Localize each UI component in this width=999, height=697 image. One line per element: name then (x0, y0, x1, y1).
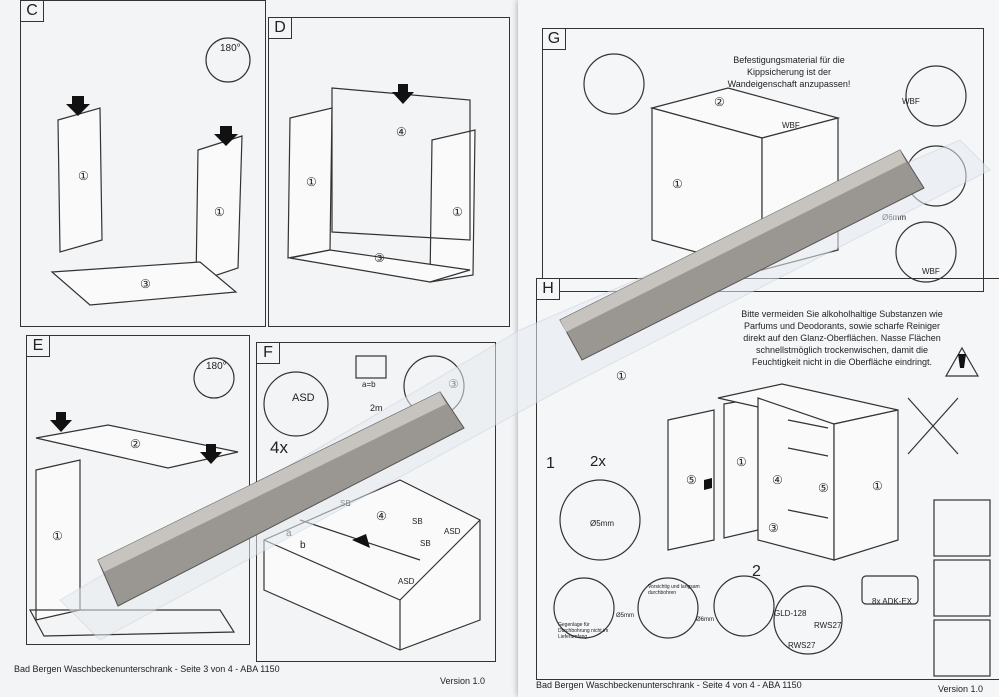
part-number: ① (616, 369, 627, 383)
part-number: ④ (396, 125, 407, 139)
b-label: b (300, 540, 306, 551)
part-number: ④ (772, 473, 783, 487)
tape-label: 2m (370, 403, 383, 413)
part-number: ① (672, 177, 683, 191)
panel-label-e: E (27, 336, 50, 357)
small-note: Ø6mm (696, 617, 714, 623)
footer-version-left: Version 1.0 (440, 676, 486, 686)
small-note: Ø5mm (616, 613, 634, 619)
sb-label: SB (412, 517, 423, 526)
part-number: ⑤ (686, 473, 697, 487)
part-number: ③ (140, 277, 151, 291)
footer-right-page: Bad Bergen Waschbeckenunterschrank - Sei… (536, 680, 802, 690)
wbf-label: WBF (922, 267, 940, 276)
g-instruction-text: Befestigungsmaterial für die Kippsicheru… (727, 55, 851, 89)
wbf-label: WBF (782, 121, 800, 130)
diameter-5mm: Ø5mm (590, 519, 614, 528)
part-number: ③ (374, 251, 385, 265)
panel-label-c: C (21, 1, 44, 22)
diameter-6mm: Ø6mm (882, 213, 906, 222)
asd-small-label: ASD (444, 527, 461, 536)
part-number: ① (306, 175, 317, 189)
rotate-label-e: 180° (206, 361, 227, 372)
asd-small-label: ASD (398, 577, 415, 586)
part-number: ③ (448, 377, 459, 391)
assembly-drawings-left (28, 37, 481, 651)
gld-label: GLD-128 (774, 609, 807, 618)
step-1-label: 1 (546, 455, 555, 472)
rws-label: RWS27 (814, 621, 842, 630)
footer-version-right: Version 1.0 (938, 684, 984, 694)
step-2-label: 2 (752, 563, 761, 580)
asd-label: ASD (292, 392, 315, 404)
instruction-page-left: C D E F (0, 0, 520, 697)
sb-label: SB (340, 499, 351, 508)
step-1-count: 2x (590, 453, 606, 470)
part-number: ① (872, 479, 883, 493)
h-care-instructions: Bitte vermeiden Sie alkoholhaltige Subst… (741, 309, 943, 367)
measure-label: a=b (362, 380, 376, 389)
panel-label-d: D (269, 18, 292, 39)
small-note: Vorsichtig und langsam durchbohren (648, 584, 700, 596)
part-number: ② (130, 437, 141, 451)
part-number: ⑤ (818, 481, 829, 495)
part-number: ③ (768, 521, 779, 535)
part-number: ① (452, 205, 463, 219)
part-number: ④ (376, 509, 387, 523)
instruction-page-right: G H (518, 0, 999, 697)
small-note: Gegenlage für Durchbohrung nicht im Lief… (558, 622, 609, 640)
part-number: ① (78, 169, 89, 183)
adk-label: 8x ADK-EX (872, 597, 913, 606)
rotate-label-c: 180° (220, 43, 241, 54)
rws-label: RWS27 (788, 641, 816, 650)
part-number: ② (714, 95, 725, 109)
footer-left-page: Bad Bergen Waschbeckenunterschrank - Sei… (14, 664, 280, 674)
sb-label: SB (420, 539, 431, 548)
part-number: ① (52, 529, 63, 543)
a-label: a (286, 528, 292, 539)
part-number: ① (736, 455, 747, 469)
part-number: ① (214, 205, 225, 219)
panel-label-g: G (543, 29, 566, 50)
wbf-label: WBF (902, 97, 920, 106)
count-4x: 4x (270, 438, 288, 457)
